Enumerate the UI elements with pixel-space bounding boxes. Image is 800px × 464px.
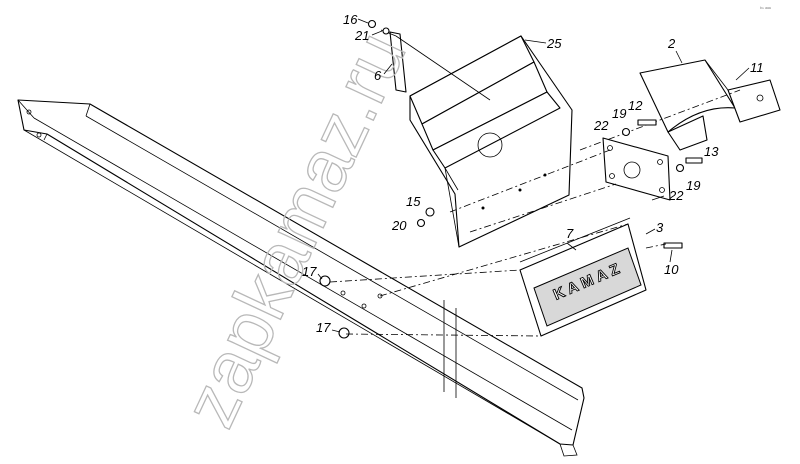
callout-15: 15 (406, 194, 421, 209)
callout-10: 10 (664, 262, 679, 277)
callout-7: 7 (566, 226, 574, 241)
callout-17a: 17 (302, 264, 317, 279)
frame-rail (17, 99, 585, 457)
callout-11: 11 (750, 60, 764, 75)
callout-19b: 19 (686, 178, 700, 193)
leader-lines (317, 18, 750, 333)
fasteners (319, 19, 703, 339)
corner-mark: ᵇⁿ ᵃᵃᵃ (760, 6, 771, 12)
callouts: 16 21 25 6 2 11 19 12 22 13 19 22 15 20 … (302, 12, 764, 335)
callout-20: 20 (391, 218, 407, 233)
callout-6: 6 (374, 68, 382, 83)
callout-16: 16 (343, 12, 358, 27)
assembly-lines (329, 149, 667, 337)
callout-22b: 22 (668, 188, 684, 203)
callout-25: 25 (546, 36, 562, 51)
mudguard-panel (409, 35, 573, 248)
callout-17b: 17 (316, 320, 331, 335)
mounting-plate (602, 137, 671, 201)
callout-12: 12 (628, 98, 643, 113)
callout-21: 21 (354, 28, 369, 43)
callout-3: 3 (656, 220, 664, 235)
callout-19a: 19 (612, 106, 626, 121)
callout-2: 2 (667, 36, 676, 51)
callout-13: 13 (704, 144, 719, 159)
mudflap: KAMAZ (519, 217, 647, 337)
support-bracket (579, 59, 781, 151)
callout-22a: 22 (593, 118, 609, 133)
